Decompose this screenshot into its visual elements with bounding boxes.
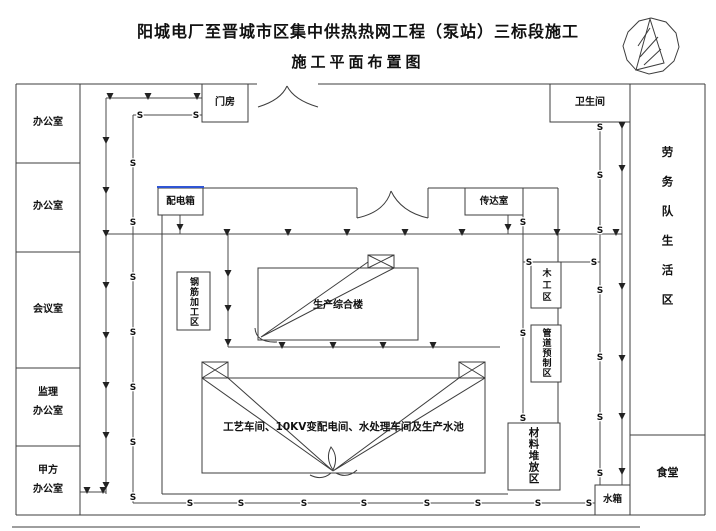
pipe-s-mark: S: [130, 218, 136, 228]
room-office-1: 办公室: [33, 117, 63, 128]
reception-label: 传达室: [479, 196, 509, 207]
pipe-s-mark: S: [424, 499, 430, 509]
crane-head-icon: [367, 254, 395, 269]
gatehouse-label: 门房: [215, 97, 235, 108]
pipe-s-mark: S: [591, 258, 597, 268]
room-party-a-office: 甲方 办公室: [16, 461, 80, 499]
pipe-s-mark: S: [130, 328, 136, 338]
labor-living-area-label: 劳务队生活区: [630, 146, 705, 323]
pipe-prefab-area-label: 管道预制区: [531, 328, 561, 378]
carpentry-area-text: 木工区: [540, 268, 551, 304]
inner-fence: [161, 187, 559, 495]
canteen-label: 食堂: [656, 466, 679, 479]
gate-arch-icon: [257, 85, 429, 219]
pipe-s-mark: S: [597, 171, 603, 181]
pipe-s-mark: S: [597, 286, 603, 296]
room-supervision-line1: 监理: [38, 387, 58, 398]
pipe-s-mark: S: [130, 493, 136, 503]
pipe-s-mark: S: [597, 413, 603, 423]
pipe-s-mark: S: [130, 383, 136, 393]
pipe-prefab-area-text: 管道预制区: [540, 328, 551, 378]
water-tank-label: 水箱: [602, 494, 622, 505]
pipe-s-mark: S: [193, 111, 199, 121]
room-party-a-line2: 办公室: [33, 484, 63, 495]
room-office-2: 办公室: [33, 201, 63, 212]
pipe-s-mark: S: [137, 111, 143, 121]
pipe-s-mark: S: [301, 499, 307, 509]
toilet-label: 卫生间: [575, 97, 605, 108]
pipe-s-mark: S: [130, 438, 136, 448]
pipe-s-mark: S: [520, 414, 526, 424]
rebar-area-text: 钢筋加工区: [188, 277, 198, 327]
sprout-ornament-icon: [309, 446, 358, 479]
pipe-s-mark: S: [238, 499, 244, 509]
plan-title-line2: 施工平面布置图: [291, 53, 425, 71]
rebar-area-label: 钢筋加工区: [177, 277, 210, 327]
pipe-s-mark: S: [597, 123, 603, 133]
pipe-s-mark: S: [520, 218, 526, 228]
carpentry-area-label: 木工区: [531, 268, 561, 304]
production-building-label: 生产综合楼: [313, 300, 363, 311]
labor-living-area-text: 劳务队生活区: [660, 146, 675, 323]
room-supervision-office: 监理 办公室: [16, 383, 80, 421]
pipe-s-mark: S: [586, 499, 592, 509]
pipe-s-mark: S: [526, 258, 532, 268]
room-party-a-line1: 甲方: [38, 465, 58, 476]
pipe-s-mark: S: [361, 499, 367, 509]
crane-lines: [201, 254, 486, 479]
pipe-s-mark: S: [130, 273, 136, 283]
pipe-s-mark: S: [520, 329, 526, 339]
crane-head-icon: [458, 361, 486, 379]
power-box-label: 配电箱: [166, 196, 195, 207]
main-workshop-label: 工艺车间、10KV变配电间、水处理车间及生产水池: [223, 421, 464, 433]
room-supervision-line2: 办公室: [33, 406, 63, 417]
pipe-s-mark: S: [475, 499, 481, 509]
pipe-s-mark: S: [187, 499, 193, 509]
room-meeting: 会议室: [33, 304, 63, 315]
material-storage-text: 材料堆放区: [527, 427, 540, 485]
pipe-s-mark: S: [597, 353, 603, 363]
pipe-s-mark: S: [130, 159, 136, 169]
pipe-s-mark: S: [597, 226, 603, 236]
plan-title-line1: 阳城电厂至晋城市区集中供热热网工程（泵站）三标段施工: [136, 22, 579, 41]
crane-head-icon: [201, 361, 229, 379]
pipe-s-mark: S: [535, 499, 541, 509]
pipe-s-mark: S: [597, 469, 603, 479]
material-storage-label: 材料堆放区: [508, 427, 560, 485]
